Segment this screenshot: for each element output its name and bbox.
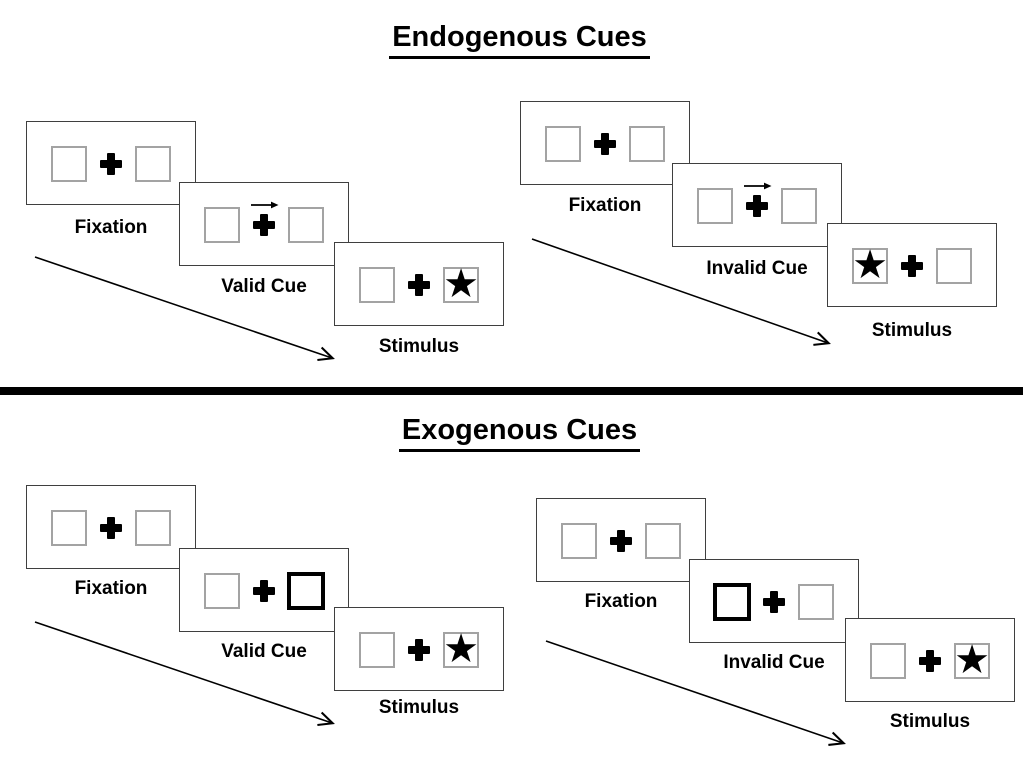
right-box: ★ xyxy=(443,261,479,306)
panel-stimulus: ★ xyxy=(334,242,504,326)
panel-label: Invalid Cue xyxy=(706,258,808,279)
section-title-text: Endogenous Cues xyxy=(389,21,650,60)
panel-stimulus: ★ xyxy=(827,223,997,307)
panel-valid-cue xyxy=(179,548,349,632)
left-box xyxy=(545,126,581,162)
fixation-cross-icon xyxy=(901,255,923,277)
panel-label: Stimulus xyxy=(889,711,971,732)
panel-label: Valid Cue xyxy=(221,641,307,662)
left-box xyxy=(561,523,597,559)
fixation-cross-icon xyxy=(253,580,275,602)
panel-label: Stimulus xyxy=(871,320,953,341)
left-box xyxy=(359,632,395,668)
panel-invalid-cue xyxy=(689,559,859,643)
fixation-cross-icon xyxy=(100,153,122,175)
section-divider xyxy=(0,387,1023,395)
panel-label: Stimulus xyxy=(378,336,460,357)
timeline-arrow-icon xyxy=(545,640,853,753)
panel-label: Fixation xyxy=(74,217,148,238)
panel-label: Valid Cue xyxy=(221,276,307,297)
star-icon: ★ xyxy=(852,242,888,287)
panel-label: Fixation xyxy=(74,578,148,599)
right-box xyxy=(135,510,171,546)
fixation-cross-icon xyxy=(594,133,616,155)
fixation-cross-icon xyxy=(746,195,768,217)
right-box xyxy=(135,146,171,182)
left-box xyxy=(204,207,240,243)
fixation-cross-icon xyxy=(408,639,430,661)
right-box xyxy=(781,188,817,224)
star-icon: ★ xyxy=(443,261,479,306)
fixation-cross-icon xyxy=(100,517,122,539)
star-icon: ★ xyxy=(954,637,990,682)
cue-arrow-icon xyxy=(251,201,279,209)
left-box xyxy=(51,510,87,546)
panel-valid-cue xyxy=(179,182,349,266)
timeline-arrow-icon xyxy=(531,238,839,353)
fixation-cross-icon xyxy=(919,650,941,672)
left-box xyxy=(359,267,395,303)
fixation-cross-icon xyxy=(610,530,632,552)
section-title-exogenous: Exogenous Cues xyxy=(0,414,1023,453)
highlighted-cue-box xyxy=(287,572,325,610)
fixation-cross-icon xyxy=(763,591,785,613)
left-box: ★ xyxy=(852,242,888,287)
timeline-arrow-icon xyxy=(34,621,342,733)
panel-fixation xyxy=(26,121,196,205)
right-box xyxy=(645,523,681,559)
section-title-endogenous: Endogenous Cues xyxy=(0,21,1023,60)
left-box xyxy=(870,643,906,679)
panel-label: Fixation xyxy=(568,195,642,216)
panel-stimulus: ★ xyxy=(845,618,1015,702)
right-box: ★ xyxy=(954,637,990,682)
panel-label: Stimulus xyxy=(378,697,460,718)
panel-fixation xyxy=(26,485,196,569)
right-box: ★ xyxy=(443,626,479,671)
right-box xyxy=(288,207,324,243)
timeline-arrow-icon xyxy=(34,256,342,368)
right-box xyxy=(629,126,665,162)
star-icon: ★ xyxy=(443,626,479,671)
panel-label: Fixation xyxy=(584,591,658,612)
panel-invalid-cue xyxy=(672,163,842,247)
left-box xyxy=(697,188,733,224)
panel-fixation xyxy=(520,101,690,185)
fixation-cross-icon xyxy=(408,274,430,296)
left-box xyxy=(51,146,87,182)
right-box xyxy=(798,584,834,620)
panel-stimulus: ★ xyxy=(334,607,504,691)
cue-arrow-icon xyxy=(744,182,772,190)
highlighted-cue-box xyxy=(713,583,751,621)
section-title-text: Exogenous Cues xyxy=(398,414,641,453)
panel-fixation xyxy=(536,498,706,582)
right-box xyxy=(936,248,972,284)
panel-label: Invalid Cue xyxy=(723,652,825,673)
left-box xyxy=(204,573,240,609)
fixation-cross-icon xyxy=(253,214,275,236)
